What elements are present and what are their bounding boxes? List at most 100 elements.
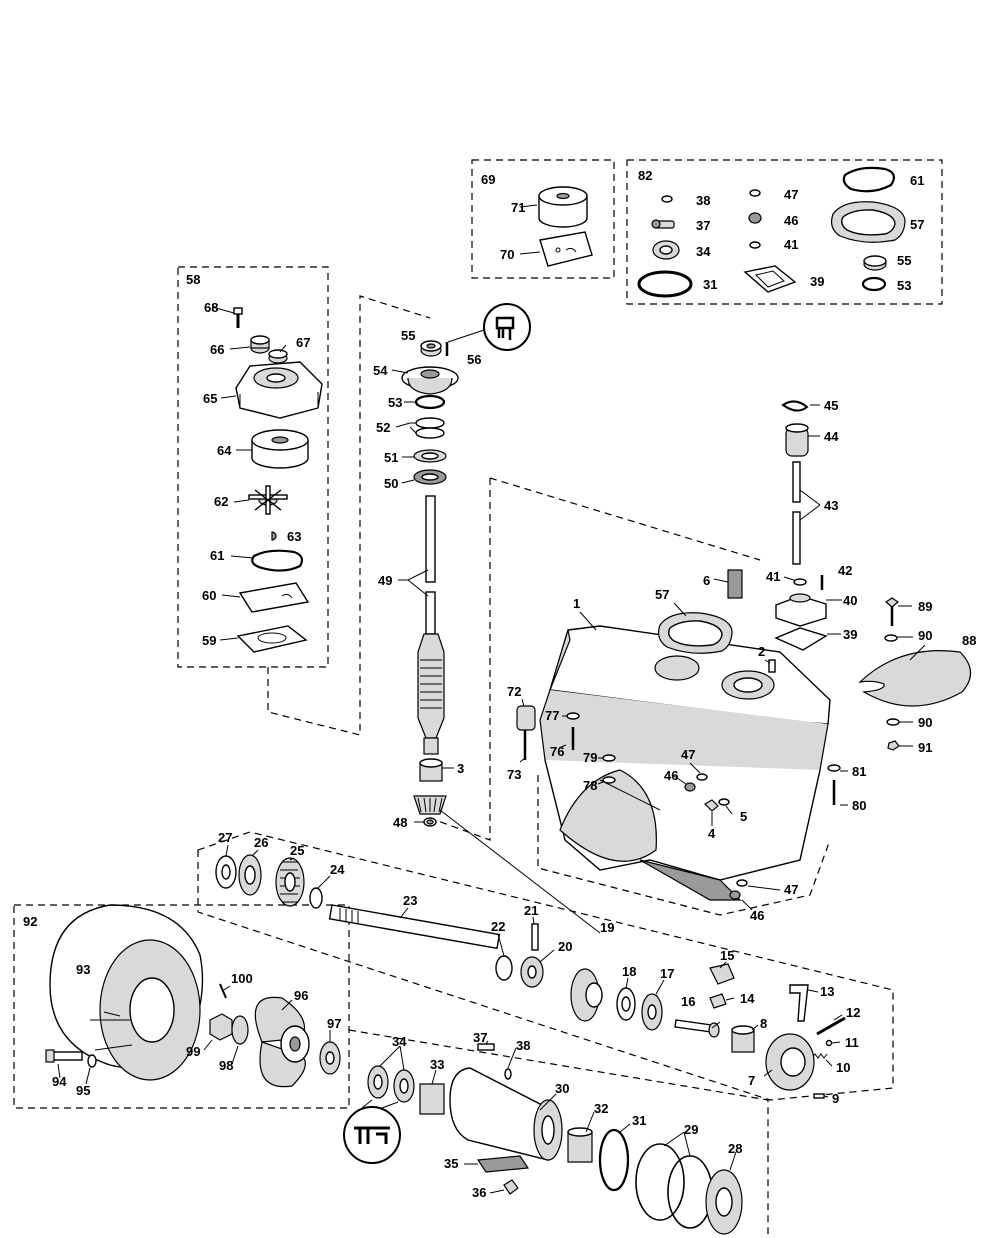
callout-93: 93 [76, 962, 90, 977]
part-70-plate [539, 231, 593, 267]
part-81-washer [827, 764, 841, 772]
part-38-washer [661, 195, 673, 203]
callout-47: 47 [681, 747, 695, 762]
part-3-bearing [419, 758, 443, 782]
callout-43: 43 [824, 498, 838, 513]
callout-53: 53 [897, 278, 911, 293]
part-8-bearing [731, 1025, 755, 1053]
part-35-anode [476, 1155, 530, 1173]
part-89-screw [884, 597, 900, 626]
callout-57: 57 [655, 587, 669, 602]
part-38-washer-b [504, 1068, 512, 1080]
callout-26: 26 [254, 835, 268, 850]
callout-60: 60 [202, 588, 216, 603]
callout-51: 51 [384, 450, 398, 465]
part-34-bearing [652, 240, 680, 260]
callout-46: 46 [664, 768, 678, 783]
callout-82: 82 [638, 168, 652, 183]
callout-57: 57 [910, 217, 924, 232]
part-44-boot [785, 423, 809, 457]
part-97-thrust-washer [319, 1041, 341, 1075]
callout-67: 67 [296, 335, 310, 350]
callout-11: 11 [845, 1035, 859, 1050]
part-53-oring-shaft [414, 394, 446, 410]
part-78-washer [602, 776, 616, 784]
callout-61: 61 [210, 548, 224, 563]
callout-78: 78 [583, 778, 597, 793]
callout-76: 76 [550, 744, 564, 759]
callout-37: 37 [696, 218, 710, 233]
callout-22: 22 [491, 919, 505, 934]
callout-5: 5 [740, 809, 747, 824]
gearcase-outline [429, 478, 491, 841]
part-23-propshaft [328, 904, 501, 950]
part-21-pin [531, 923, 539, 951]
part-95-washer [87, 1054, 97, 1068]
callout-45: 45 [824, 398, 838, 413]
part-88-anode-plate [858, 650, 972, 707]
part-4-screw [704, 799, 719, 812]
part-52-shim [415, 417, 445, 439]
callout-17: 17 [660, 966, 674, 981]
callout-3: 3 [457, 761, 464, 776]
callout-28: 28 [728, 1141, 742, 1156]
callout-18: 18 [622, 964, 636, 979]
callout-89: 89 [918, 599, 932, 614]
part-66-grommet [250, 335, 270, 354]
part-55-seal [863, 255, 887, 271]
grease-application-icon [343, 1099, 401, 1164]
part-31-oring [637, 270, 693, 298]
part-46-plug [748, 212, 762, 224]
bearing-housing-kit [348, 1029, 769, 1238]
callout-70: 70 [500, 247, 514, 262]
callout-73: 73 [507, 767, 521, 782]
part-24-washer [309, 887, 323, 909]
callout-31: 31 [703, 277, 717, 292]
callout-9: 9 [832, 1091, 839, 1106]
callout-38: 38 [696, 193, 710, 208]
callout-97: 97 [327, 1016, 341, 1031]
part-12-pin [816, 1016, 846, 1036]
callout-52: 52 [376, 420, 390, 435]
callout-21: 21 [524, 903, 538, 918]
callout-48: 48 [393, 815, 407, 830]
part-100-cotter-pin [219, 983, 227, 999]
callout-65: 65 [203, 391, 217, 406]
gearcase-outline-lower [537, 775, 831, 916]
part-39-gasket [743, 265, 797, 293]
part-25-forward-gear [275, 857, 305, 907]
callout-98: 98 [219, 1058, 233, 1073]
part-46-plug-c [729, 890, 741, 900]
kit-box-82 [626, 159, 943, 305]
callout-41: 41 [766, 569, 780, 584]
part-9-pin [813, 1093, 825, 1099]
part-53-oring [861, 276, 887, 292]
callout-6: 6 [703, 573, 710, 588]
callout-47: 47 [784, 187, 798, 202]
callout-41: 41 [784, 237, 798, 252]
callout-34: 34 [392, 1034, 407, 1049]
part-90-washer [884, 634, 898, 642]
kit-box-69 [471, 159, 615, 279]
part-39-gasket-b [774, 627, 828, 651]
part-47-washer-c [736, 879, 748, 887]
callout-100: 100 [231, 971, 253, 986]
callout-59: 59 [202, 633, 216, 648]
part-11-ball [825, 1039, 833, 1047]
callout-61: 61 [910, 173, 924, 188]
callout-91: 91 [918, 740, 932, 755]
callout-81: 81 [852, 764, 866, 779]
callout-38: 38 [516, 1038, 530, 1053]
part-93-guard-housing [49, 904, 204, 1081]
callout-2: 2 [758, 644, 765, 659]
part-79-washer [602, 754, 616, 762]
callout-8: 8 [760, 1016, 767, 1031]
part-47-washer-b [696, 773, 708, 781]
part-51-race [413, 449, 447, 463]
callout-77: 77 [545, 708, 559, 723]
part-61-gasket [842, 166, 895, 193]
part-99-nut [209, 1013, 233, 1041]
part-54-bearing-housing [401, 366, 459, 395]
part-6-anode [727, 569, 743, 599]
